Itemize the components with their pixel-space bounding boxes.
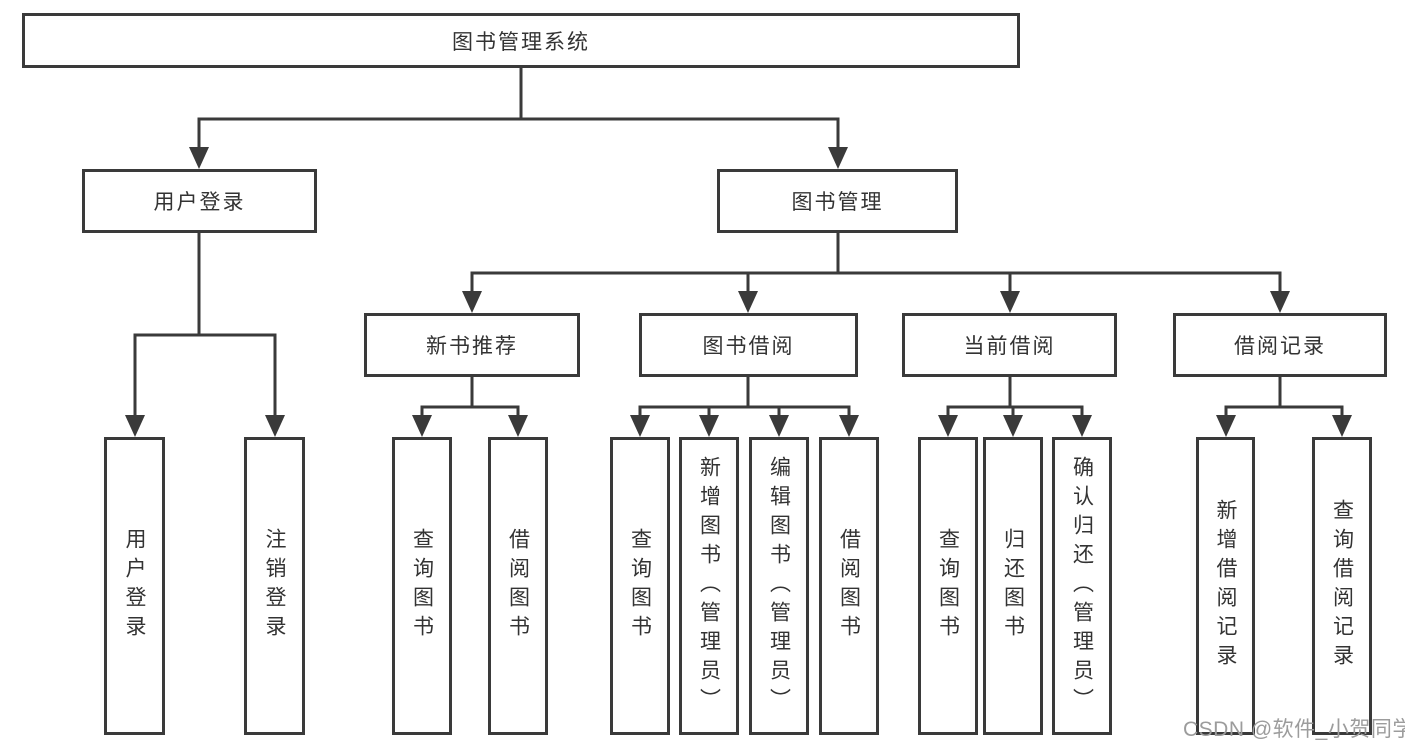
- node-cb-return-book: 归还图书: [983, 437, 1043, 735]
- node-bb-edit-book-admin: 编辑图书（管理员）: [749, 437, 809, 735]
- node-new-book-recommendation-label: 新书推荐: [426, 335, 518, 358]
- node-borrowing-records-label: 借阅记录: [1234, 335, 1326, 358]
- node-root-system: 图书管理系统: [22, 13, 1020, 68]
- node-current-borrowing-label: 当前借阅: [963, 335, 1056, 358]
- node-cb-query-book: 查询图书: [918, 437, 978, 735]
- node-cb-return-book-label: 归还图书: [1001, 528, 1025, 644]
- node-cb-confirm-return-admin-label: 确认归还（管理员）: [1070, 455, 1094, 717]
- node-bb-borrow-book-label: 借阅图书: [837, 528, 861, 644]
- node-logout-action-label: 注销登录: [263, 528, 286, 644]
- node-bb-add-book-admin-label: 新增图书（管理员）: [697, 455, 721, 717]
- node-book-management-label: 图书管理: [791, 191, 884, 214]
- csdn-watermark: CSDN @软件_小贺同学: [1183, 718, 1405, 741]
- node-current-borrowing: 当前借阅: [902, 313, 1117, 377]
- node-bb-edit-book-admin-label: 编辑图书（管理员）: [767, 455, 791, 717]
- node-bb-query-book-label: 查询图书: [628, 528, 652, 644]
- node-book-management: 图书管理: [717, 169, 958, 233]
- node-login-action-label: 用户登录: [123, 528, 146, 644]
- node-login-action: 用户登录: [104, 437, 165, 735]
- node-br-query-record: 查询借阅记录: [1312, 437, 1372, 735]
- node-rec-borrow-book-label: 借阅图书: [506, 528, 530, 644]
- node-br-query-record-label: 查询借阅记录: [1330, 499, 1354, 673]
- node-br-add-record: 新增借阅记录: [1196, 437, 1255, 735]
- node-rec-query-book-label: 查询图书: [410, 528, 434, 644]
- node-new-book-recommendation: 新书推荐: [364, 313, 580, 377]
- node-bb-borrow-book: 借阅图书: [819, 437, 879, 735]
- node-rec-query-book: 查询图书: [392, 437, 452, 735]
- node-borrowing-records: 借阅记录: [1173, 313, 1387, 377]
- node-cb-query-book-label: 查询图书: [936, 528, 960, 644]
- node-user-login: 用户登录: [82, 169, 317, 233]
- node-user-login-label: 用户登录: [153, 191, 246, 214]
- node-book-borrowing-label: 图书借阅: [702, 335, 795, 358]
- node-cb-confirm-return-admin: 确认归还（管理员）: [1052, 437, 1112, 735]
- node-root-system-label: 图书管理系统: [452, 30, 590, 54]
- arrowheads: [125, 147, 1352, 437]
- node-logout-action: 注销登录: [244, 437, 305, 735]
- node-bb-add-book-admin: 新增图书（管理员）: [679, 437, 739, 735]
- node-book-borrowing: 图书借阅: [639, 313, 858, 377]
- node-br-add-record-label: 新增借阅记录: [1214, 499, 1237, 673]
- node-bb-query-book: 查询图书: [610, 437, 670, 735]
- node-rec-borrow-book: 借阅图书: [488, 437, 548, 735]
